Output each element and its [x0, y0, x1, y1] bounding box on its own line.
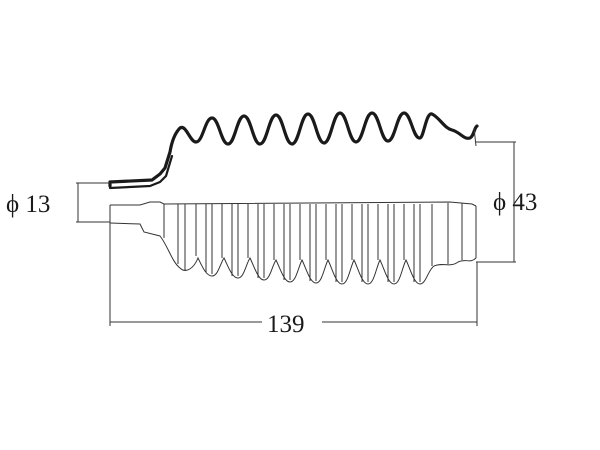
- dimension-small-diameter: [76, 182, 110, 223]
- label-length: 139: [267, 311, 305, 338]
- dimension-large-diameter: [476, 141, 516, 263]
- boot-lower-profile: [109, 201, 477, 285]
- boot-upper-profile: [108, 111, 479, 190]
- bellows-fold-lines: [163, 203, 463, 282]
- label-large-diameter: ϕ 43: [493, 189, 537, 216]
- dimension-length: [109, 223, 478, 326]
- label-small-diameter: ϕ 13: [6, 191, 50, 218]
